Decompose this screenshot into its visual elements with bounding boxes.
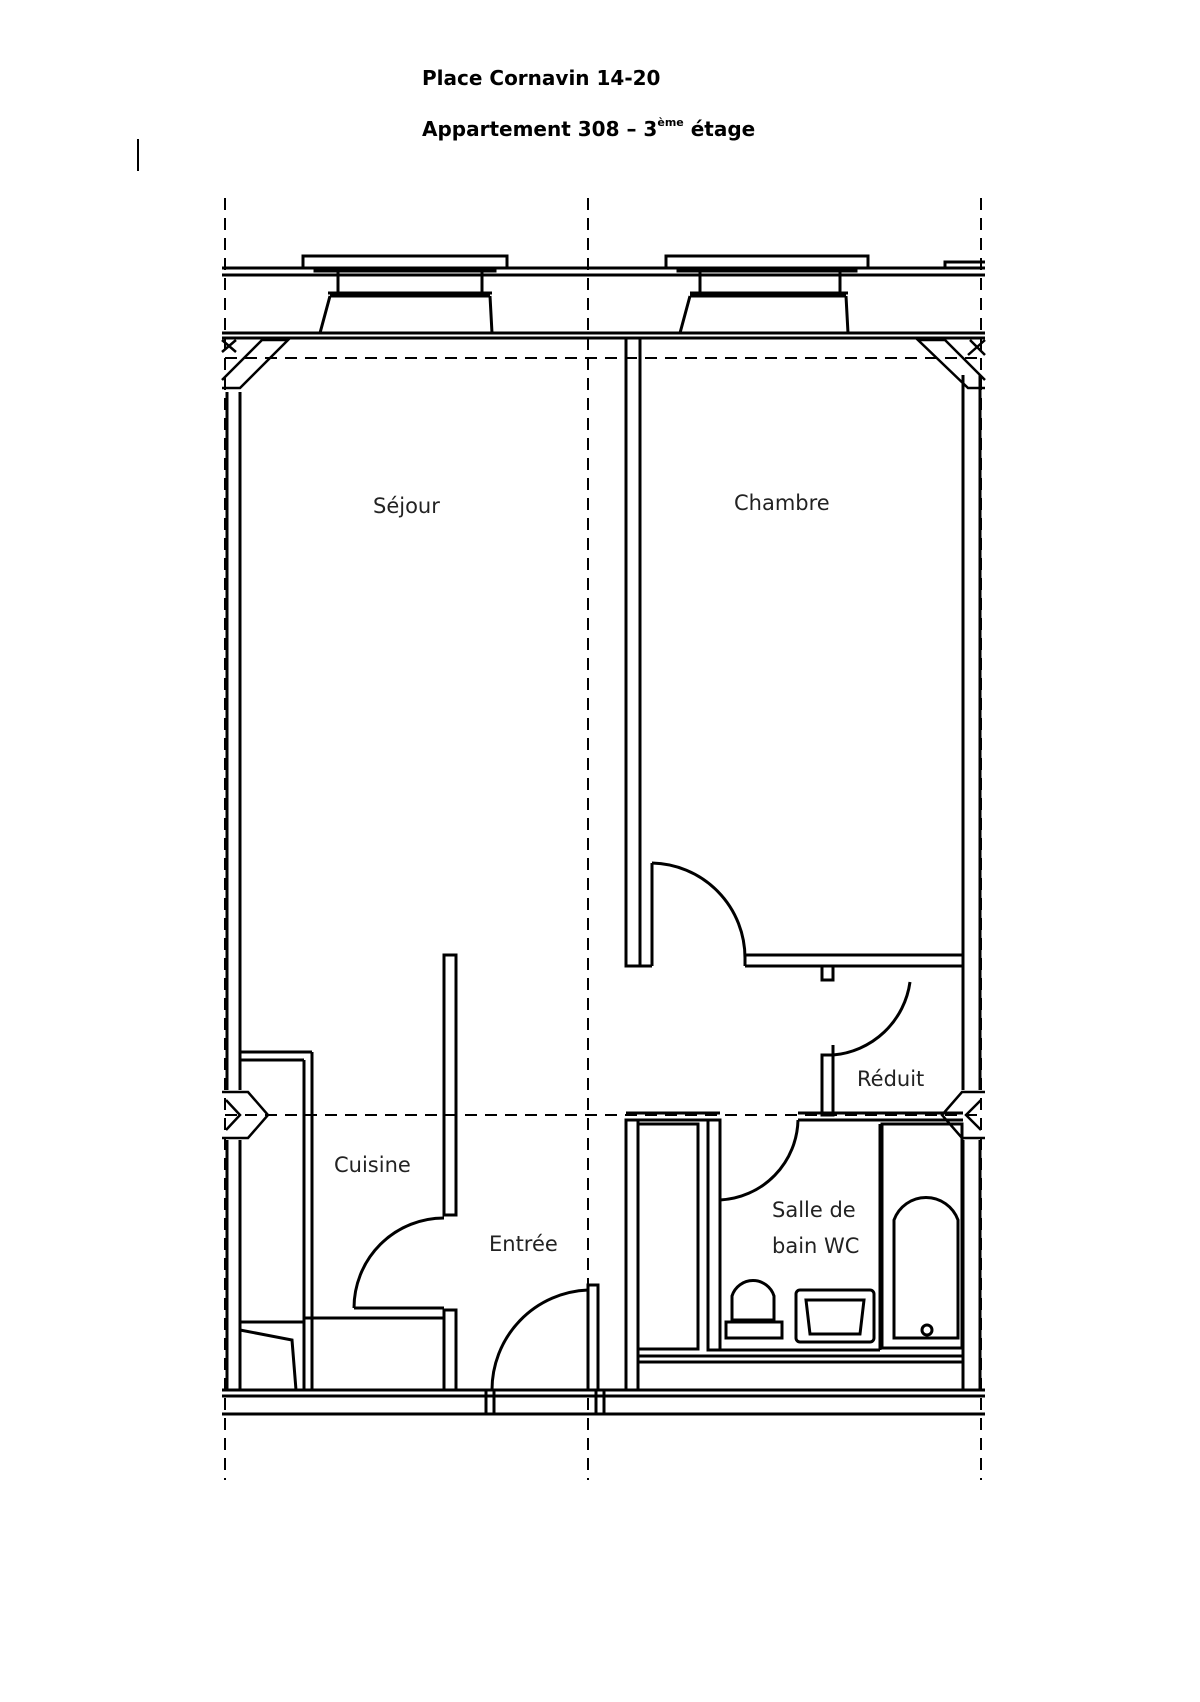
bathroom-door: [719, 1119, 800, 1202]
room-label-salle-de-bain-1: Salle de: [772, 1198, 856, 1222]
chambre-walls: [624, 336, 963, 982]
window-left: [301, 254, 509, 334]
window-right: [664, 254, 870, 334]
reduit-walls: [820, 981, 912, 1117]
text-cursor: [137, 139, 139, 171]
unit-title-suffix: étage: [683, 117, 756, 141]
toilet: [724, 1279, 784, 1340]
kitchen-walls: [239, 953, 458, 1392]
kitchen-door: [352, 1216, 445, 1310]
balcony: [222, 260, 985, 340]
chambre-door: [650, 861, 747, 966]
unit-title: Appartement 308 – 3ème étage: [422, 116, 756, 141]
address-title: Place Cornavin 14-20: [422, 66, 661, 90]
room-label-sejour: Séjour: [373, 494, 440, 518]
room-label-reduit: Réduit: [857, 1067, 924, 1091]
bathroom-walls: [624, 1111, 963, 1392]
axis-lines: [224, 198, 982, 1480]
outer-walls: [222, 375, 985, 1416]
room-label-chambre: Chambre: [734, 491, 830, 515]
unit-title-prefix: Appartement 308 – 3: [422, 117, 658, 141]
room-label-salle-de-bain-2: bain WC: [772, 1234, 859, 1258]
room-label-entree: Entrée: [489, 1232, 558, 1256]
sink: [794, 1288, 876, 1344]
entrance-door: [484, 1283, 606, 1416]
unit-title-superscript: ème: [657, 116, 684, 130]
column-marks: [221, 338, 986, 1140]
bathtub: [880, 1122, 964, 1350]
room-label-cuisine: Cuisine: [334, 1153, 411, 1177]
